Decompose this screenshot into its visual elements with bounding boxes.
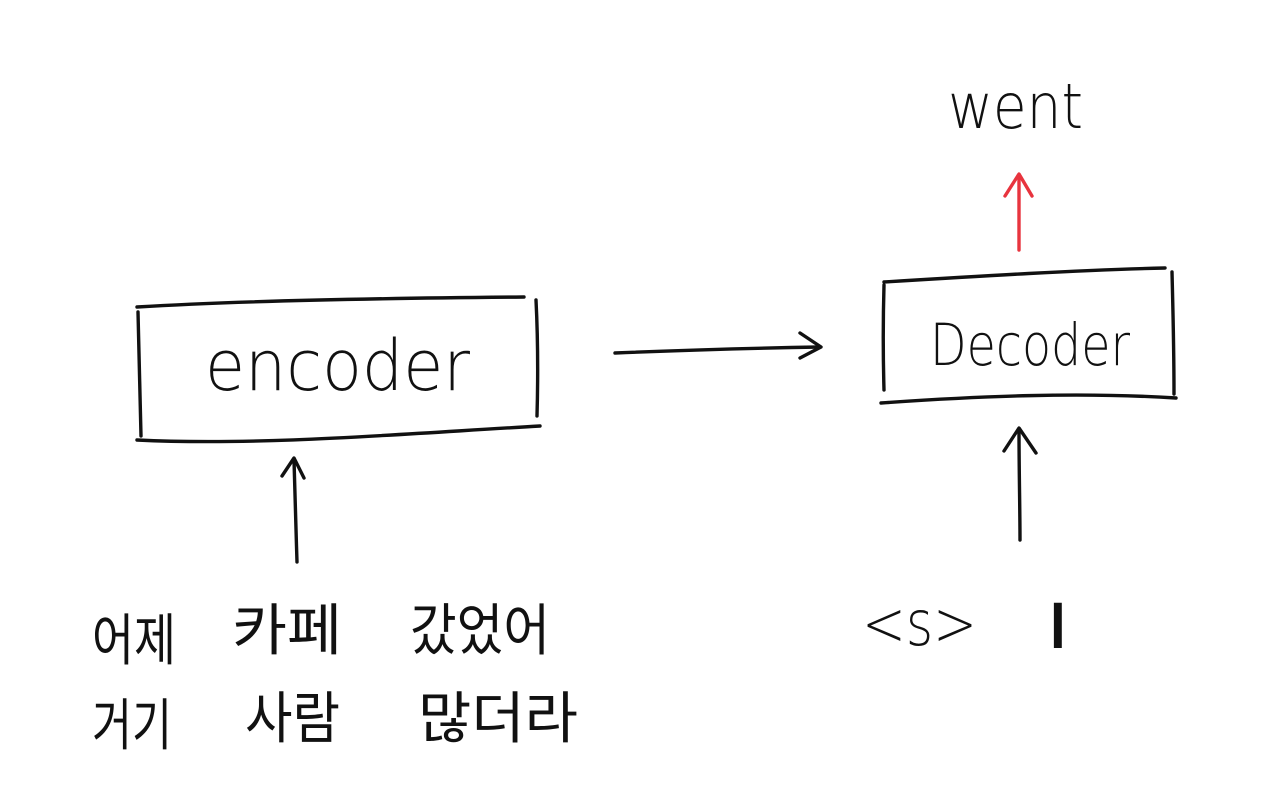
- decoder-box: Decoder: [879, 266, 1178, 405]
- decoder-label: Decoder: [930, 311, 1130, 379]
- input-word: 많더라: [418, 687, 578, 752]
- encoder-label: encoder: [205, 325, 470, 407]
- encoder-input-arrow: [280, 456, 306, 564]
- encoder-box: encoder: [135, 295, 542, 444]
- input-word: 사람: [245, 687, 340, 752]
- input-word: 거기: [92, 694, 172, 759]
- input-word: 카페: [232, 599, 342, 664]
- decoder-input-word: I: [1035, 590, 1081, 663]
- decoder-input-arrow: [1002, 426, 1038, 542]
- input-word: 갔었어: [410, 599, 550, 664]
- decoder-input-tokens: <s> I: [862, 587, 1081, 663]
- encoder-to-decoder-arrow: [613, 331, 823, 360]
- input-word: 어제: [92, 609, 176, 674]
- input-sentence-line-1: 어제 카페 갔었어: [92, 599, 550, 674]
- output-label: went: [948, 70, 1083, 143]
- output-arrow: [1003, 172, 1034, 252]
- start-token: <s>: [862, 587, 977, 660]
- input-sentence-line-2: 거기 사람 많더라: [92, 687, 578, 759]
